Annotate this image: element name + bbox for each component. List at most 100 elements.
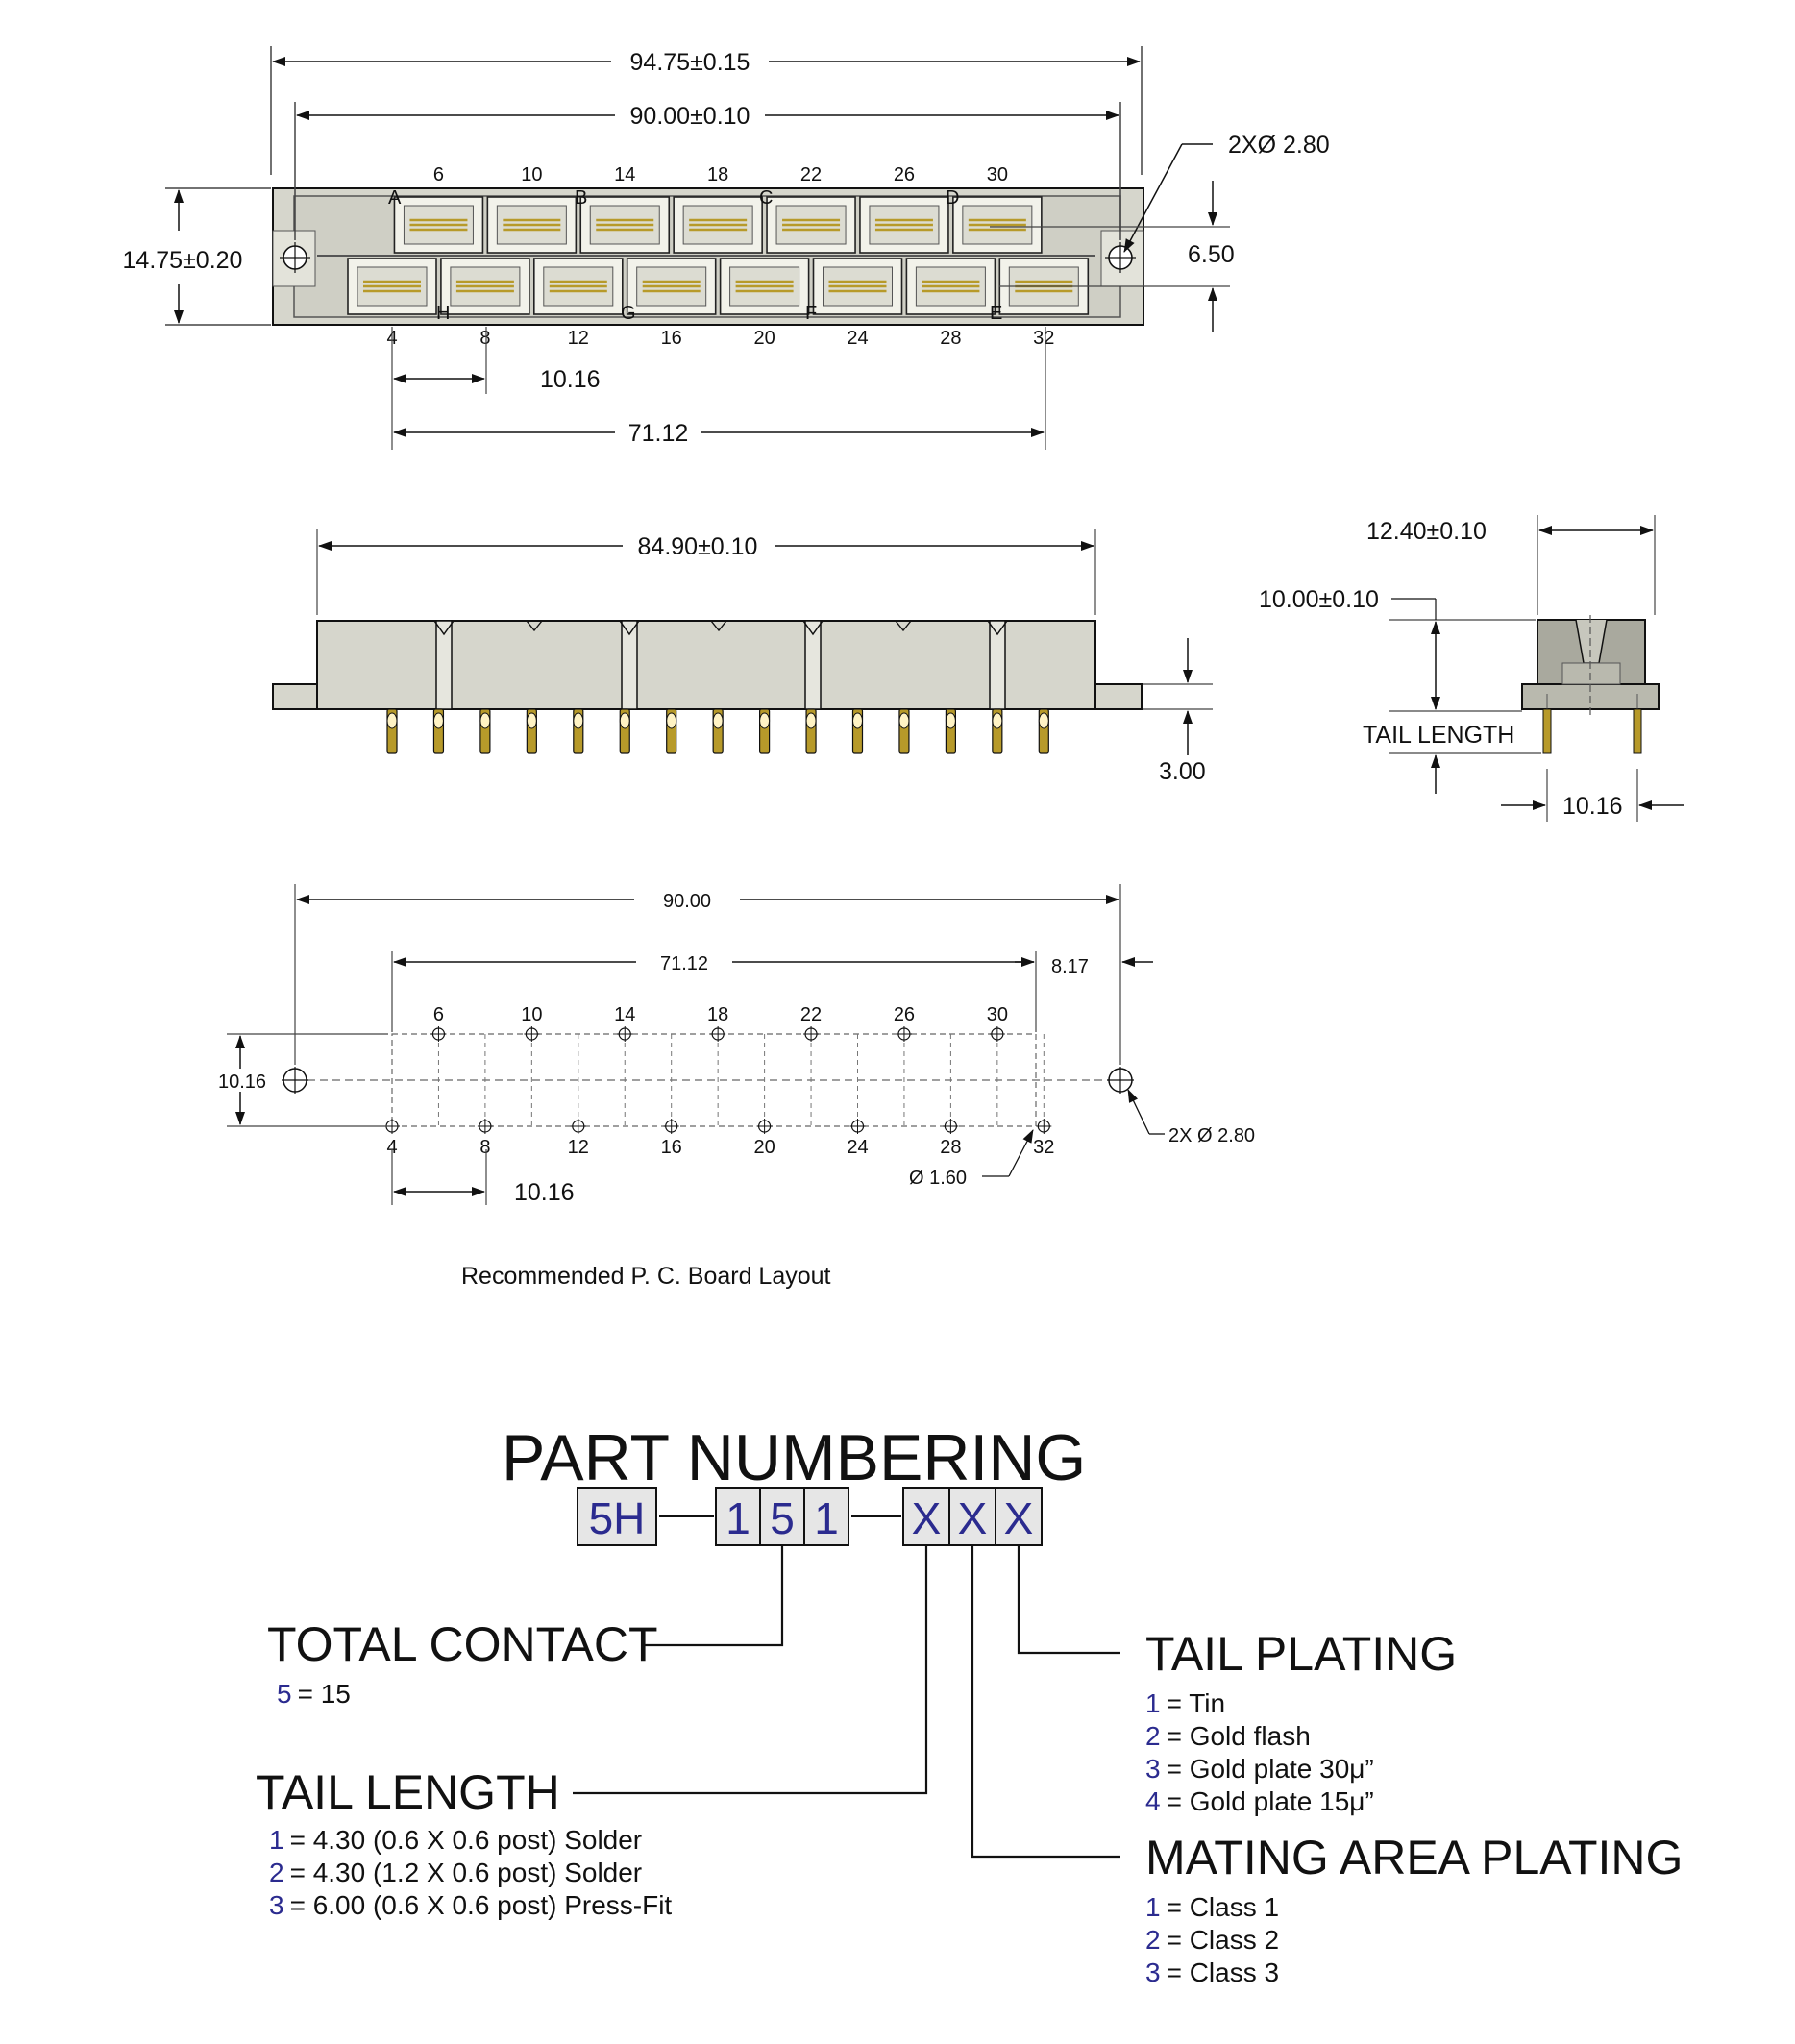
leader-mating-plating (971, 1545, 1120, 1859)
front-view-tail-3 (526, 708, 537, 754)
dim-side-height: 10.00±0.10 (1259, 586, 1379, 613)
side-view-panel (1561, 662, 1621, 685)
front-view-rib-0 (433, 620, 455, 710)
dim-pitch: 10.16 (540, 366, 601, 393)
top-view-slot-bottom-5 (812, 258, 903, 315)
front-view-tail-1 (432, 708, 445, 754)
code-box-3: 1 (803, 1487, 849, 1546)
pcb-pin-hole (384, 1119, 400, 1134)
front-view-tail-7 (712, 708, 724, 754)
svg-text:5H: 5H (589, 1493, 646, 1543)
pin-number: 10 (521, 1004, 542, 1025)
code-box-mating-plating: X (948, 1487, 996, 1546)
dim-height: 14.75±0.20 (123, 247, 243, 274)
front-view-notch-1 (710, 620, 727, 632)
leader-total-contact (642, 1545, 784, 1647)
code-box-tail-length: X (902, 1487, 950, 1546)
code-box-2: 5 (759, 1487, 805, 1546)
dim-pcb-row-spacing: 10.16 (218, 1071, 266, 1093)
top-view-slot-top-5 (859, 196, 949, 254)
front-view-tail-14 (1038, 708, 1049, 754)
option-item: 2= Class 2 (1145, 1925, 1279, 1955)
pin-number: 4 (386, 1137, 397, 1158)
part-numbering-title: PART NUMBERING (502, 1421, 1086, 1494)
pin-number: 30 (987, 1004, 1008, 1025)
part-numbering: PART NUMBERING 5H 1 5 1 X X (256, 1421, 1683, 1987)
front-view-notch-0 (526, 620, 543, 632)
pin-number: 14 (614, 1004, 635, 1025)
svg-text:X: X (958, 1493, 988, 1543)
pcb-right-mount-hole (1107, 1067, 1134, 1094)
pcb-pin-hole (617, 1026, 633, 1042)
pin-number: 26 (894, 1004, 915, 1025)
pcb-pin-holes (384, 1026, 1052, 1134)
dim-overall-length: 94.75±0.15 (630, 49, 750, 76)
option-item: 2= Gold flash (1145, 1721, 1311, 1751)
dim-side-width: 12.40±0.10 (1366, 518, 1487, 545)
top-view-slot-top-0 (393, 196, 484, 254)
top-view-slot-bottom-1 (440, 258, 530, 315)
top-view-slot-top-6 (952, 196, 1043, 254)
top-view-contacts (347, 196, 1090, 315)
total-contact-option: 5= 15 (277, 1679, 351, 1709)
pin-number: 10 (521, 164, 542, 185)
pcb-layout-caption: Recommended P. C. Board Layout (461, 1263, 831, 1290)
pin-number: 22 (800, 1004, 822, 1025)
pin-number: 18 (707, 1004, 728, 1025)
option-item: 1= 4.30 (0.6 X 0.6 post) Solder (269, 1825, 642, 1855)
row-letter-b: B (575, 187, 587, 209)
front-view-tail-12 (945, 708, 957, 754)
pin-number: 8 (479, 1137, 490, 1158)
tail-length-heading: TAIL LENGTH (256, 1765, 560, 1819)
leader-tail-plating (1017, 1545, 1120, 1655)
pin-number: 6 (433, 164, 444, 185)
dim-hole-spacing: 90.00±0.10 (630, 103, 750, 130)
front-view-tail-5 (619, 708, 630, 754)
pin-number: 28 (940, 1137, 961, 1158)
pcb-pin-hole (756, 1119, 773, 1134)
front-view-notch-2 (895, 620, 912, 632)
option-item: 1= Tin (1145, 1688, 1225, 1718)
dim-tail: 3.00 (1159, 758, 1206, 785)
option-item: 3= Gold plate 30μ” (1145, 1754, 1374, 1784)
front-view-tail-11 (898, 708, 910, 754)
top-view-slot-bottom-4 (719, 258, 810, 315)
top-view-left-hole (280, 242, 310, 273)
row-letter-c: C (759, 187, 773, 209)
row-letter-h: H (436, 303, 450, 324)
pcb-pin-hole (896, 1026, 912, 1042)
pin-number: 16 (661, 1137, 682, 1158)
option-item: 3= 6.00 (0.6 X 0.6 post) Press-Fit (269, 1890, 672, 1920)
front-view-tail-8 (758, 708, 771, 754)
top-view-slot-bottom-0 (347, 258, 437, 315)
pcb-left-mount-hole (282, 1067, 308, 1094)
front-view-tail-4 (573, 708, 584, 754)
pcb-pin-hole (524, 1026, 540, 1042)
front-view-rib-3 (987, 620, 1008, 710)
pcb-pin-hole (430, 1026, 447, 1042)
top-view-slot-bottom-6 (905, 258, 996, 315)
row-letter-a: A (388, 187, 402, 209)
front-view-tail-6 (666, 708, 677, 754)
top-view-slot-top-1 (486, 196, 578, 254)
front-view-rib-1 (619, 620, 640, 710)
pin-number: 12 (568, 1137, 589, 1158)
pcb-pin-hole (989, 1026, 1005, 1042)
front-view-tails (386, 708, 1049, 754)
pcb-pin-hole (943, 1119, 959, 1134)
option-item: 4= Gold plate 15μ” (1145, 1786, 1374, 1816)
dim-pcb-hole-spacing: 90.00 (663, 891, 711, 912)
tail-plating-heading: TAIL PLATING (1145, 1627, 1457, 1681)
svg-text:1: 1 (814, 1493, 839, 1543)
row-letter-e: E (990, 303, 1002, 324)
dim-tail-length-label: TAIL LENGTH (1363, 722, 1514, 749)
svg-text:X: X (912, 1493, 942, 1543)
side-view: 12.40±0.10 10.00±0.10 TAIL LENGTH 10.16 (1259, 515, 1684, 822)
pin-number: 6 (433, 1004, 444, 1025)
dim-row-spacing: 6.50 (1188, 241, 1235, 268)
